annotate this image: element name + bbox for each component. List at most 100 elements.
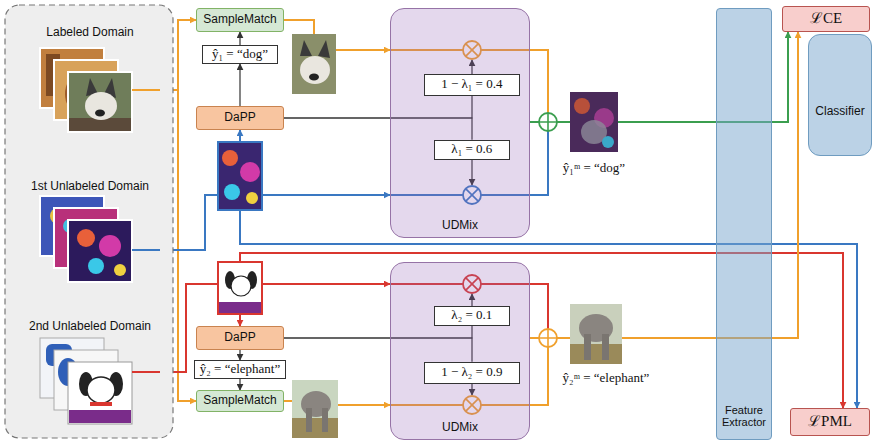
- connector: [239, 32, 240, 45]
- image-frame: [218, 142, 262, 210]
- image-detail: [224, 184, 240, 200]
- mixed-image: [570, 92, 618, 152]
- image-card: [68, 72, 132, 132]
- image-detail: [231, 276, 251, 296]
- loss-box: ℒCE: [782, 6, 870, 32]
- label-box: ŷ₂ = “elephant”: [194, 360, 286, 379]
- node-text: ŷ₂ = “elephant”: [200, 362, 280, 377]
- image-detail: [322, 408, 328, 432]
- image-detail: [309, 74, 319, 81]
- domain-panel: [5, 5, 173, 438]
- node-text: ℒCE: [810, 10, 842, 27]
- selected-unlabeled-image: [218, 142, 262, 210]
- image-detail: [99, 235, 121, 257]
- process-box: SampleMatch: [196, 390, 284, 412]
- add-circle: [539, 113, 557, 131]
- connector: [160, 284, 390, 372]
- image-detail: [246, 192, 258, 204]
- selected-unlabeled-image: [218, 262, 262, 314]
- weight-box: 1 − λ₁ = 0.4: [424, 74, 520, 96]
- image-detail: [574, 98, 590, 114]
- matched-labeled-image: [292, 380, 338, 438]
- node-text: 1st Unlabeled Domain: [31, 180, 149, 194]
- feature-extractor: Feature Extractor: [716, 8, 772, 440]
- image-detail: [300, 56, 330, 84]
- image-detail: [88, 258, 104, 274]
- node-text: SampleMatch: [203, 13, 276, 27]
- image-detail: [69, 410, 131, 423]
- weight-box: λ₂ = 0.1: [434, 306, 510, 326]
- node-text: Classifier: [815, 105, 864, 119]
- node-text: ŷ₁ = “dog”: [212, 47, 268, 62]
- add-symbol: [539, 329, 557, 347]
- image-detail: [114, 264, 126, 276]
- image-detail: [602, 136, 614, 148]
- image-detail: [219, 302, 261, 313]
- image-detail: [85, 92, 117, 120]
- image-card: [68, 362, 132, 424]
- image-detail: [570, 344, 622, 364]
- weight-box: 1 − λ₂ = 0.9: [424, 362, 520, 384]
- process-box: DaPP: [196, 106, 284, 130]
- connector: [239, 350, 240, 360]
- image-frame: [292, 380, 338, 438]
- mixed-image: [570, 304, 622, 364]
- image-detail: [240, 162, 260, 182]
- node-text: DaPP: [224, 331, 255, 345]
- domain-group: 2nd Unlabeled Domain: [20, 316, 160, 436]
- image-detail: [306, 408, 312, 432]
- labeled-image-stack: [40, 48, 132, 132]
- image-detail: [87, 377, 115, 403]
- image-frame: [570, 304, 622, 364]
- output-label: ŷ₁ᵐ = “dog”: [529, 158, 659, 176]
- node-text: UDMix: [442, 421, 478, 435]
- unlabeled-image-stack: [40, 196, 132, 282]
- pseudo-label: ŷ₁ᵐ = “dog”: [563, 161, 625, 176]
- loss-box: ℒPML: [790, 408, 870, 436]
- wire: [132, 89, 160, 91]
- classifier-box: Classifier: [808, 34, 872, 156]
- image-frame: [570, 92, 618, 152]
- node-text: Labeled Domain: [46, 26, 133, 40]
- wire: [132, 249, 160, 251]
- image-detail: [77, 229, 95, 247]
- image-detail: [318, 40, 330, 58]
- matched-labeled-image: [292, 34, 336, 94]
- process-box: SampleMatch: [196, 8, 284, 32]
- module-panel: UDMix λ₂ = 0.1 1 − λ₂ = 0.9: [390, 262, 530, 440]
- add-cross: [539, 113, 557, 131]
- domain-group: Labeled Domain: [20, 22, 160, 140]
- label-box: ŷ₁ = “dog”: [202, 45, 278, 64]
- node-text: Feature Extractor: [722, 404, 767, 429]
- add-cross: [539, 329, 557, 347]
- connector: [239, 379, 240, 390]
- pseudo-label: ŷ₂ᵐ = “elephant”: [563, 371, 650, 386]
- image-detail: [292, 418, 338, 438]
- output-label: ŷ₂ᵐ = “elephant”: [541, 368, 671, 386]
- image-detail: [222, 150, 238, 166]
- wire: [132, 371, 160, 373]
- domain-group: 1st Unlabeled Domain: [20, 176, 160, 292]
- process-box: DaPP: [196, 326, 284, 350]
- image-card: [68, 220, 132, 282]
- node-text: SampleMatch: [203, 394, 276, 408]
- add-circle: [539, 329, 557, 347]
- image-frame: [218, 262, 262, 314]
- image-detail: [584, 334, 591, 360]
- image-detail: [95, 110, 105, 117]
- node-text: 1 − λ₂ = 0.9: [441, 365, 502, 380]
- node-text: λ₁ = 0.6: [451, 142, 492, 157]
- node-text: 2nd Unlabeled Domain: [29, 320, 151, 334]
- connector: [239, 64, 240, 106]
- node-text: λ₂ = 0.1: [451, 308, 492, 323]
- module-panel: UDMix 1 − λ₁ = 0.4 λ₁ = 0.6: [390, 8, 530, 238]
- image-detail: [300, 40, 312, 56]
- image-detail: [90, 402, 112, 406]
- image-frame: [292, 34, 336, 94]
- add-symbol: [539, 113, 557, 131]
- image-detail: [602, 334, 609, 360]
- node-text: 1 − λ₁ = 0.4: [441, 77, 502, 92]
- node-text: ℒPML: [808, 413, 852, 430]
- node-text: DaPP: [224, 111, 255, 125]
- node-text: UDMix: [442, 219, 478, 233]
